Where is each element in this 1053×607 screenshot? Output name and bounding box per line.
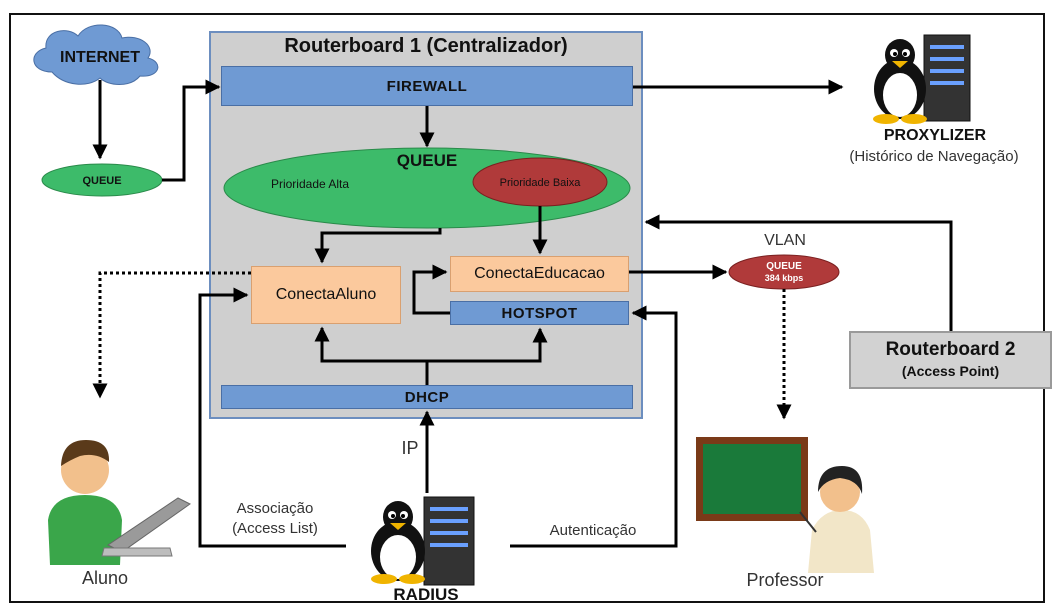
queue-small-label: QUEUE [82, 175, 121, 187]
cloud-icon [33, 24, 159, 85]
aluno-label: Aluno [81, 568, 129, 588]
teacher-board-icon [696, 437, 874, 573]
queue-main-title: QUEUE [397, 151, 457, 170]
conecta-educacao-box: ConectaEducacao [450, 256, 629, 292]
tux-server-icon [873, 34, 971, 124]
dhcp-bar: DHCP [221, 385, 633, 409]
proxylizer-desc: (Histórico de Navegação) [849, 148, 1019, 165]
firewall-bar: FIREWALL [221, 66, 633, 106]
queue-low-label: Prioridade Baixa [500, 177, 582, 189]
autenticacao-label: Autenticação [549, 522, 637, 539]
outer-frame [9, 13, 1045, 603]
queue-vlan-line2: 384 kbps [765, 273, 804, 283]
professor-label: Professor [746, 570, 824, 590]
tux-server-icon [371, 496, 475, 586]
student-laptop-icon [48, 440, 191, 565]
internet-label: INTERNET [60, 49, 140, 66]
radius-label: RADIUS [393, 585, 459, 604]
queue-high-label: Prioridade Alta [271, 177, 349, 191]
routerboard1-title: Routerboard 1 (Centralizador) [284, 35, 568, 57]
ip-label: IP [401, 438, 419, 458]
vlan-label: VLAN [764, 232, 806, 249]
routerboard2-box: Routerboard 2 (Access Point) [849, 331, 1052, 389]
routerboard2-desc: (Access Point) [901, 363, 1000, 379]
proxylizer-name: PROXYLIZER [883, 127, 987, 144]
associacao-line1: Associação [236, 500, 314, 517]
conecta-aluno-box: ConectaAluno [251, 266, 401, 324]
queue-vlan-line1: QUEUE [766, 261, 802, 272]
hotspot-bar: HOTSPOT [450, 301, 629, 325]
routerboard2-name: Routerboard 2 [885, 339, 1016, 360]
associacao-line2: (Access List) [232, 520, 318, 537]
